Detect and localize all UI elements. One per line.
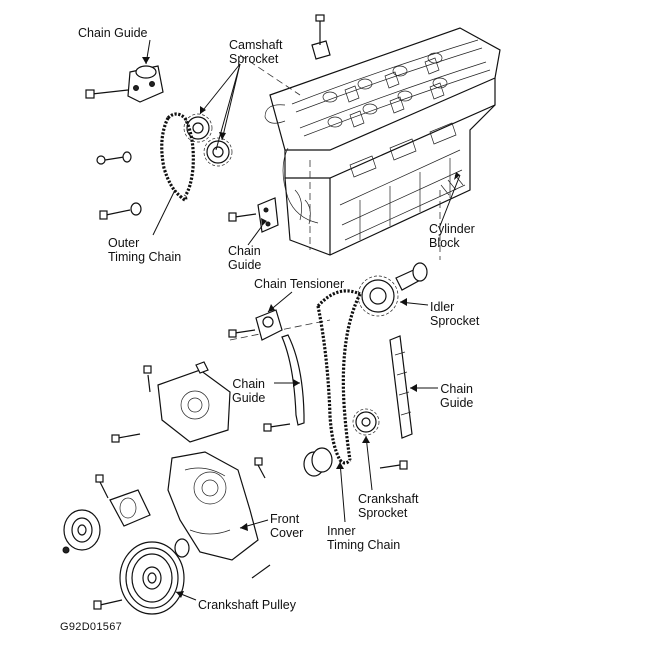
label-chain-guide-right: Chain Guide <box>440 382 473 410</box>
label-chain-guide-right-line1: Chain <box>440 382 474 396</box>
label-front-cover-line1: Front <box>270 512 300 526</box>
label-crankshaft-sprocket-line1: Crankshaft <box>358 492 419 506</box>
figure-id: G92D01567 <box>60 621 123 633</box>
label-outer-timing-chain-line1: Outer <box>108 236 140 250</box>
label-camshaft-sprocket-line2: Sprocket <box>229 52 279 66</box>
label-crankshaft-sprocket-line2: Sprocket <box>358 506 408 520</box>
label-inner-timing-chain: Inner Timing Chain <box>327 524 400 552</box>
chain-guide-mid-drawing <box>228 197 279 233</box>
label-chain-guide-mid: Chain Guide <box>228 244 261 272</box>
label-inner-timing-chain-line1: Inner <box>327 524 356 538</box>
label-chain-guide-left: Chain Guide <box>232 377 265 405</box>
crankshaft-pulley-drawing <box>93 541 185 615</box>
chain-guide-left-drawing <box>263 334 305 432</box>
label-chain-guide-mid-line1: Chain <box>228 244 261 258</box>
outer-timing-chain-drawing <box>96 112 195 220</box>
label-idler-sprocket-line1: Idler <box>430 300 455 314</box>
crankshaft-sprocket-drawing <box>303 408 380 477</box>
idler-sprocket-drawing <box>357 262 428 317</box>
chain-guide-right-drawing <box>379 335 413 470</box>
label-crankshaft-sprocket: Crankshaft Sprocket <box>358 492 418 520</box>
label-camshaft-sprocket: Camshaft Sprocket <box>229 38 283 66</box>
chain-tensioner-drawing <box>228 309 283 341</box>
label-outer-timing-chain-line2: Timing Chain <box>108 250 182 264</box>
label-chain-guide-top: Chain Guide <box>78 26 148 40</box>
label-front-cover: Front Cover <box>270 512 303 540</box>
label-idler-sprocket-line2: Sprocket <box>430 314 480 328</box>
label-chain-guide-mid-line2: Guide <box>228 258 262 272</box>
label-cylinder-block-line1: Cylinder <box>429 222 475 236</box>
arrowheads <box>142 57 460 598</box>
label-idler-sprocket: Idler Sprocket <box>430 300 479 328</box>
chain-guide-top-drawing <box>85 65 164 103</box>
label-outer-timing-chain: Outer Timing Chain <box>108 236 181 264</box>
label-crankshaft-pulley: Crankshaft Pulley <box>198 598 296 612</box>
label-inner-timing-chain-line2: Timing Chain <box>327 538 401 552</box>
label-camshaft-sprocket-line1: Camshaft <box>229 38 283 52</box>
label-chain-guide-right-line2: Guide <box>440 396 474 410</box>
oil-pump-housing-drawing <box>111 361 231 443</box>
label-chain-guide-left-line1: Chain <box>232 377 266 391</box>
label-cylinder-block: Cylinder Block <box>429 222 475 250</box>
front-cover-drawing <box>167 451 271 579</box>
label-front-cover-line2: Cover <box>270 526 304 540</box>
label-chain-guide-left-line2: Guide <box>232 391 266 405</box>
inner-timing-chain-drawing <box>316 289 362 465</box>
camshaft-sprocket-drawing <box>183 104 286 167</box>
label-chain-tensioner: Chain Tensioner <box>254 277 345 291</box>
water-pump-drawing <box>62 474 151 554</box>
label-cylinder-block-line2: Block <box>429 236 460 250</box>
